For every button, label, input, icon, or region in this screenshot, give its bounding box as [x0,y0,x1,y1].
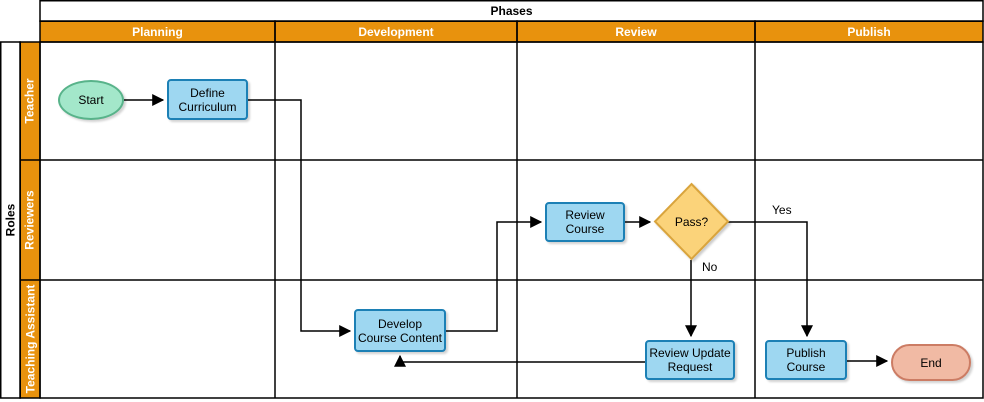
roles-title: Roles [3,203,17,237]
edge-label-yes: Yes [770,203,794,217]
connector-develop-to-review-course[interactable] [446,216,543,332]
node-end[interactable]: End [891,344,971,381]
connector-review-update-to-develop[interactable] [394,354,645,367]
node-define-curriculum[interactable]: Define Curriculum [167,79,248,120]
role-header-teacher[interactable]: Teacher [23,78,38,124]
phase-header-bg-development [275,21,517,42]
connector-decision-yes-to-publish[interactable] [728,221,813,338]
decision-pass-diamond[interactable] [653,182,730,261]
node-publish-course[interactable]: Publish Course [765,340,847,380]
phase-header-bg-publish [755,21,983,42]
node-develop-course-content[interactable]: Develop Course Content [354,309,446,352]
edge-label-no: No [700,260,720,274]
node-pass-label: Pass? [674,215,709,229]
phase-header-bg-planning [40,21,275,42]
connector-define-to-develop[interactable] [248,99,352,337]
role-header-teaching-assistant[interactable]: Teaching Assistant [23,284,38,394]
phase-header-planning[interactable]: Planning [132,24,183,39]
phase-header-bg-review [517,21,755,42]
role-header-reviewers[interactable]: Reviewers [23,190,37,250]
role-header-bg-column [20,42,40,398]
phase-header-review[interactable]: Review [615,24,657,39]
node-review-update-request[interactable]: Review Update Request [645,340,735,380]
phase-header-publish[interactable]: Publish [847,24,891,39]
phase-header-development[interactable]: Development [358,24,434,39]
node-start[interactable]: Start [58,80,124,120]
phases-title: Phases [490,3,533,18]
node-review-course[interactable]: Review Course [545,202,625,242]
